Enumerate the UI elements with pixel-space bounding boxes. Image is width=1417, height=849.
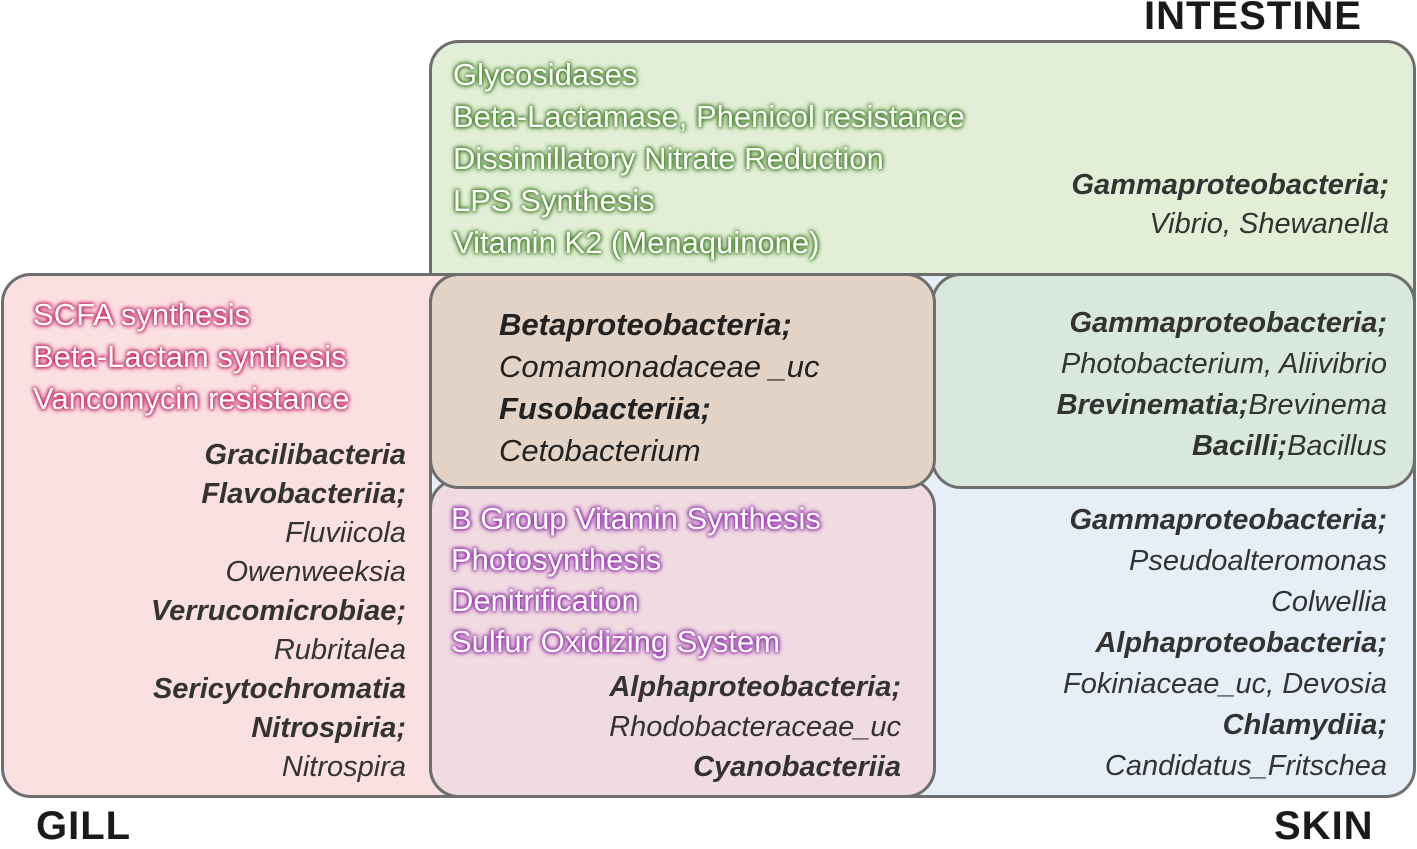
taxon-genus: Colwellia — [1270, 586, 1387, 618]
function-label: Beta-Lactamase, Phenicol resistance — [453, 99, 965, 134]
gill-functions: SCFA synthesis Beta-Lactam synthesis Van… — [33, 294, 349, 420]
taxon-genus: Pseudoalteromonas — [1129, 545, 1387, 577]
gill-skin-functions: B Group Vitamin Synthesis Photosynthesis… — [451, 498, 821, 662]
intestine-skin-overlap — [931, 273, 1416, 489]
skin-title: SKIN — [1274, 804, 1374, 848]
function-label: Sulfur Oxidizing System — [451, 624, 781, 659]
function-label: Vancomycin resistance — [33, 381, 350, 416]
taxon-class: Flavobacteriia; — [201, 478, 406, 510]
taxon-class: Betaproteobacteria; — [499, 307, 792, 342]
taxon-genus: Photobacterium, Aliivibrio — [1060, 348, 1387, 380]
taxon-class: Sericytochromatia — [152, 673, 406, 705]
taxon-pair: Bacilli;Bacillus — [1057, 426, 1387, 467]
gill-skin-taxa: Alphaproteobacteria; Rhodobacteraceae_uc… — [609, 667, 901, 787]
taxon-genus: Fluviicola — [285, 517, 406, 549]
taxon-genus: Comamonadaceae _uc — [499, 349, 820, 384]
gill-skin-overlap — [429, 478, 936, 798]
taxon-pair: Brevinematia;Brevinema — [1057, 385, 1387, 426]
function-label: LPS Synthesis — [453, 183, 655, 218]
taxon-class: Chlamydiia; — [1222, 709, 1387, 741]
taxon-genus: Bacillus — [1287, 430, 1387, 462]
taxon-class: Gracilibacteria — [204, 439, 407, 471]
taxon-class: Alphaproteobacteria; — [1095, 627, 1387, 659]
taxon-genus: Rhodobacteraceae_uc — [609, 711, 901, 743]
function-label: Dissimillatory Nitrate Reduction — [453, 141, 884, 176]
function-label: Denitrification — [451, 583, 639, 618]
taxon-genus: Owenweeksia — [225, 556, 406, 588]
intestine-gill-taxa: Betaproteobacteria; Comamonadaceae _uc F… — [499, 304, 820, 472]
taxon-genus: Rubritalea — [273, 634, 406, 666]
gill-taxa: Gracilibacteria Flavobacteriia; Fluviico… — [151, 436, 406, 787]
function-label: Vitamin K2 (Menaquinone) — [453, 225, 820, 260]
taxon-genus: Fokiniaceae_uc, Devosia — [1062, 668, 1387, 700]
taxon-class: Gammaproteobacteria; — [1071, 169, 1390, 201]
function-label: Beta-Lactam synthesis — [33, 339, 347, 374]
intestine-gill-overlap — [429, 273, 936, 489]
taxon-genus: Cetobacterium — [499, 433, 701, 468]
taxon-class: Fusobacteriia; — [499, 391, 711, 426]
taxon-class: Cyanobacteriia — [693, 751, 901, 783]
taxon-class: Bacilli; — [1191, 430, 1288, 462]
function-label: Glycosidases — [453, 57, 638, 92]
taxon-genus: Brevinema — [1248, 389, 1387, 421]
taxon-class: Brevinematia; — [1056, 389, 1249, 421]
skin-taxa: Gammaproteobacteria; Pseudoalteromonas C… — [1063, 500, 1387, 787]
gill-title: GILL — [36, 804, 132, 848]
taxon-genus: Nitrospira — [281, 751, 406, 783]
taxon-class: Gammaproteobacteria; — [1069, 504, 1388, 536]
taxon-class: Gammaproteobacteria; — [1069, 307, 1388, 339]
taxon-class: Nitrospiria; — [251, 712, 406, 744]
intestine-taxa: Gammaproteobacteria; Vibrio, Shewanella — [1072, 166, 1390, 244]
intestine-title: INTESTINE — [1144, 0, 1362, 38]
function-label: B Group Vitamin Synthesis — [451, 501, 821, 536]
taxon-class: Alphaproteobacteria; — [609, 671, 901, 703]
function-label: SCFA synthesis — [33, 297, 251, 332]
intestine-skin-taxa: Gammaproteobacteria; Photobacterium, Ali… — [1057, 303, 1387, 467]
function-label: Photosynthesis — [451, 542, 662, 577]
taxon-genus: Vibrio, Shewanella — [1149, 208, 1389, 240]
taxon-class: Verrucomicrobiae; — [150, 595, 406, 627]
intestine-functions: Glycosidases Beta-Lactamase, Phenicol re… — [453, 54, 965, 264]
taxon-genus: Candidatus_Fritschea — [1104, 750, 1387, 782]
